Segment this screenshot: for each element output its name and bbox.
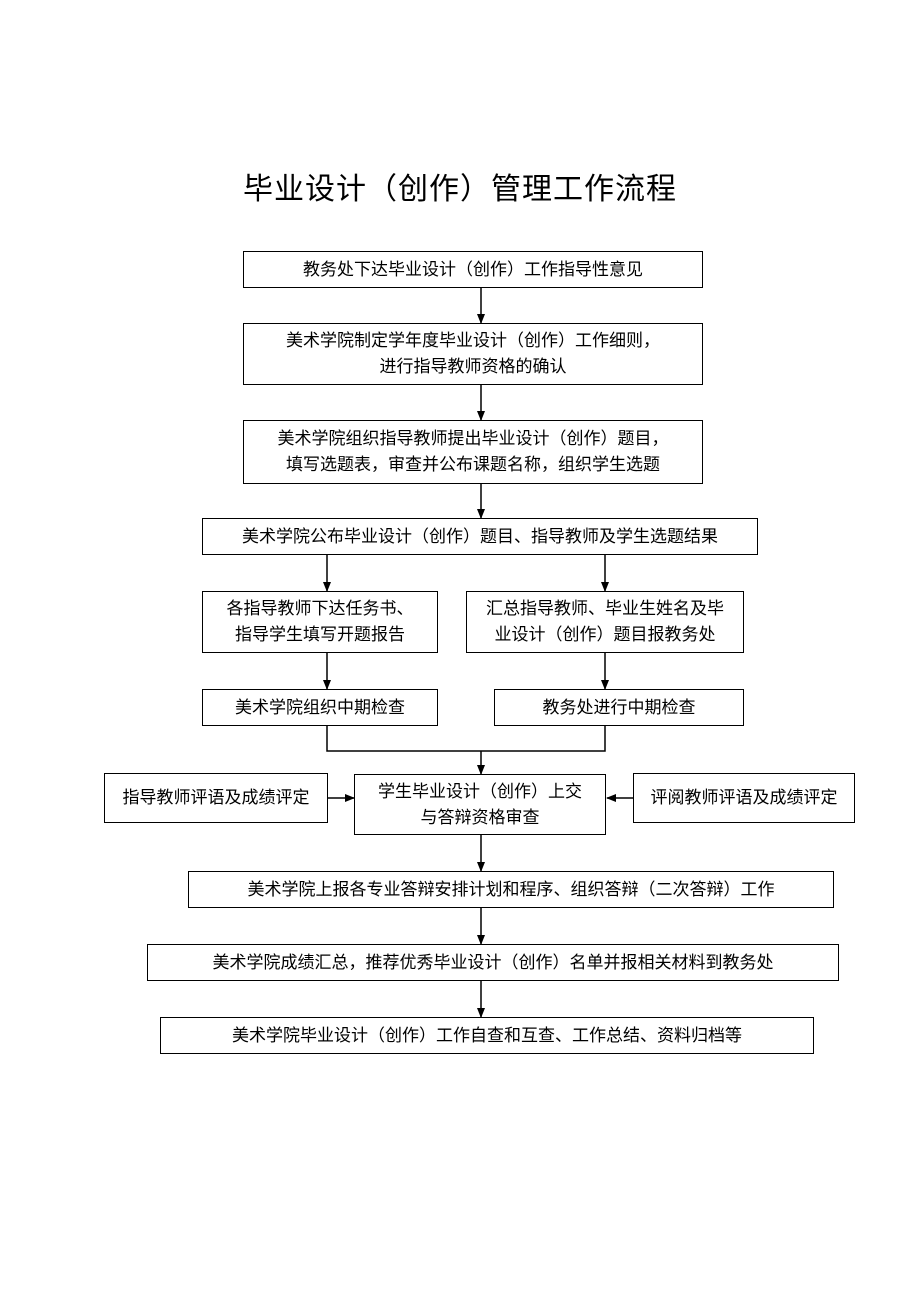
step-text: 业设计（创作）题目报教务处 [494,625,716,645]
step-text: 学生毕业设计（创作）上交 [378,781,582,802]
step-text: 美术学院组织指导教师提出毕业设计（创作）题目， [277,429,669,449]
step-text: 教务处进行中期检查 [542,697,696,718]
step-text: 美术学院制定学年度毕业设计（创作）工作细则， [286,331,660,351]
step-text: 美术学院公布毕业设计（创作）题目、指导教师及学生选题结果 [242,526,718,547]
step-publish-results: 美术学院公布毕业设计（创作）题目、指导教师及学生选题结果 [202,518,758,555]
step-topic-selection: 美术学院组织指导教师提出毕业设计（创作）题目， 填写选题表，审查并公布课题名称，… [243,420,703,484]
step-detail-rules: 美术学院制定学年度毕业设计（创作）工作细则， 进行指导教师资格的确认 [243,323,703,385]
step-supervisor-evaluation: 指导教师评语及成绩评定 [104,773,328,823]
step-submission-review: 学生毕业设计（创作）上交 与答辩资格审查 [354,774,606,835]
step-text: 评阅教师评语及成绩评定 [650,788,838,808]
step-text: 各指导教师下达任务书、 [226,599,414,619]
step-office-midterm-check: 教务处进行中期检查 [494,689,744,726]
step-summary-report: 汇总指导教师、毕业生姓名及毕 业设计（创作）题目报教务处 [466,591,744,653]
step-defense-arrangement: 美术学院上报各专业答辩安排计划和程序、组织答辩（二次答辩）工作 [188,871,834,908]
step-text: 美术学院成绩汇总，推荐优秀毕业设计（创作）名单并报相关材料到教务处 [212,952,774,973]
step-text: 进行指导教师资格的确认 [379,357,567,377]
step-reviewer-evaluation: 评阅教师评语及成绩评定 [633,773,855,823]
step-text: 美术学院上报各专业答辩安排计划和程序、组织答辩（二次答辩）工作 [247,879,775,900]
step-text: 美术学院组织中期检查 [235,697,405,718]
step-text: 汇总指导教师、毕业生姓名及毕 [486,599,724,619]
step-task-assignment: 各指导教师下达任务书、 指导学生填写开题报告 [202,591,438,653]
step-grade-summary: 美术学院成绩汇总，推荐优秀毕业设计（创作）名单并报相关材料到教务处 [147,944,839,981]
merge-line [326,726,606,752]
step-text: 教务处下达毕业设计（创作）工作指导性意见 [303,259,643,280]
step-text: 美术学院毕业设计（创作）工作自查和互查、工作总结、资料归档等 [232,1025,742,1046]
step-text: 与答辩资格审查 [420,807,540,828]
page-title: 毕业设计（创作）管理工作流程 [243,172,677,207]
step-guidance: 教务处下达毕业设计（创作）工作指导性意见 [243,251,703,288]
step-text: 指导教师评语及成绩评定 [122,788,310,808]
step-self-check-archive: 美术学院毕业设计（创作）工作自查和互查、工作总结、资料归档等 [160,1017,814,1054]
step-text: 指导学生填写开题报告 [235,625,405,645]
step-text: 填写选题表，审查并公布课题名称，组织学生选题 [286,455,660,475]
step-college-midterm-check: 美术学院组织中期检查 [202,689,438,726]
